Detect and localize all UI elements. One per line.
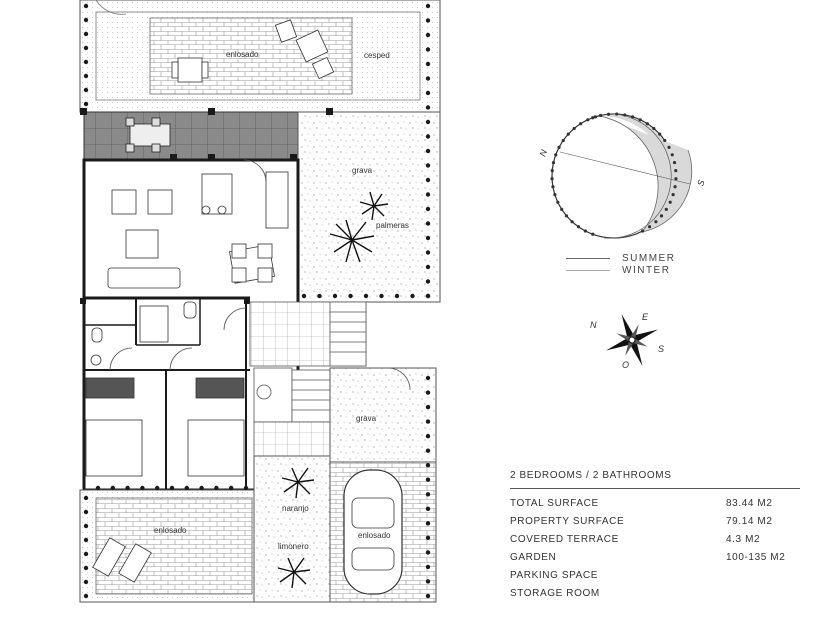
hedge-row [83, 3, 431, 599]
spec-value: 4.3 M2 [726, 534, 761, 545]
spec-label: TOTAL SURFACE [510, 498, 599, 509]
gravel-garden-bottom [329, 367, 437, 463]
compass-south: S [658, 344, 665, 354]
label-palmeras: palmeras [376, 221, 409, 230]
beds [85, 377, 245, 477]
bottom-terrace [79, 489, 255, 603]
compass-east: E [642, 312, 649, 322]
legend-winter: WINTER [566, 265, 670, 276]
living-furniture [107, 171, 289, 289]
spec-label: PARKING SPACE [510, 570, 599, 581]
spec-label: GARDEN [510, 552, 557, 563]
legend-winter-text: WINTER [622, 265, 671, 276]
label-cesped: cesped [364, 51, 390, 60]
label-grava-top: grava [352, 166, 373, 175]
spec-label: PROPERTY SURFACE [510, 516, 625, 527]
sun-path-diagram [551, 113, 693, 239]
label-enlosado-bottom-left: enlosado [154, 526, 187, 535]
label-limonero: limonero [278, 542, 309, 551]
compass-west: O [622, 360, 630, 370]
spec-value: 100-135 M2 [726, 552, 786, 563]
spec-row: GARDEN 100-135 M2 [510, 549, 800, 567]
spec-row: TOTAL SURFACE 83.44 M2 [510, 495, 800, 513]
stairs [249, 301, 367, 457]
specs-table: 2 BEDROOMS / 2 BATHROOMS TOTAL SURFACE 83… [510, 470, 800, 603]
legend-summer-text: SUMMER [622, 253, 676, 264]
spec-row: PARKING SPACE [510, 567, 800, 585]
label-naranjo: naranjo [282, 504, 309, 513]
spec-value: 79.14 M2 [726, 516, 773, 527]
label-enlosado-top: enlosado [226, 50, 259, 59]
spec-row: PROPERTY SURFACE 79.14 M2 [510, 513, 800, 531]
gravel-garden-top [297, 111, 441, 303]
spec-label: STORAGE ROOM [510, 588, 600, 599]
covered-terrace [83, 111, 333, 161]
label-enlosado-parking: enlosado [358, 531, 391, 540]
spec-value: 83.44 M2 [726, 498, 773, 509]
compass-north: N [590, 320, 597, 330]
legend-summer: SUMMER [566, 253, 675, 264]
specs-title: 2 BEDROOMS / 2 BATHROOMS [510, 470, 800, 489]
label-grava-bottom: grava [356, 414, 377, 423]
spec-label: COVERED TERRACE [510, 534, 619, 545]
compass-rose [606, 314, 658, 366]
top-garden [79, 0, 441, 113]
parking-space [329, 461, 437, 603]
fruit-tree-strip [253, 455, 331, 603]
palm-trees [277, 191, 389, 589]
spec-row: COVERED TERRACE 4.3 M2 [510, 531, 800, 549]
spec-row: STORAGE ROOM [510, 585, 800, 603]
